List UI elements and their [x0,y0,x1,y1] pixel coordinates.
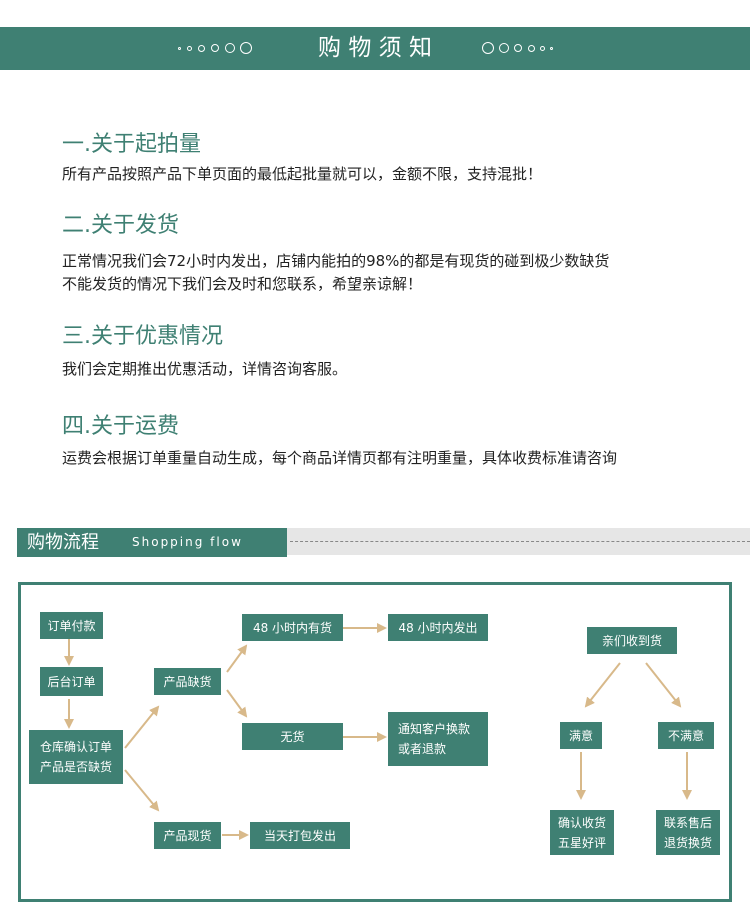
section-text-shipping-2: 不能发货的情况下我们会及时和您联系，希望亲谅解！ [62,275,423,293]
flow-box-no-stock: 无货 [242,723,343,750]
banner-title: 购 物 须 知 [318,35,432,61]
section-title-freight: 四.关于运费 [62,414,179,439]
section-text-min-order: 所有产品按照产品下单页面的最低起批量就可以，金额不限，支持混批！ [62,165,543,183]
flow-box-in-stock: 产品现货 [154,822,221,849]
section-title-shipping: 二.关于发货 [62,213,179,238]
flow-box-unsatisfied: 不满意 [658,722,714,749]
arrow-received-to-satisfied [584,662,621,708]
arrow-warehouse-to-instock [124,769,160,812]
section-text-shipping-1: 正常情况我们会72小时内发出，店铺内能拍的98%的都是有现货的碰到极少数缺货 [62,252,610,270]
flow-box-restock-48h: 48 小时内有货 [242,614,343,641]
section-title-discount: 三.关于优惠情况 [62,324,223,349]
flow-box-ship-48h: 48 小时内发出 [388,614,488,641]
flow-header-dashed-line [290,541,750,542]
flow-box-out-of-stock: 产品缺货 [154,668,221,695]
flow-box-notify-customer: 通知客户换款或者退款 [388,712,488,766]
arrow-outofstock-to-nostock [226,689,248,718]
arrow-outofstock-to-restock [226,644,248,673]
arrow-received-to-unsatisfied [645,662,682,708]
flow-box-satisfied: 满意 [560,722,602,749]
arrow-warehouse-to-outofstock [124,705,160,749]
flow-box-order-pay: 订单付款 [40,612,103,639]
section-text-discount: 我们会定期推出优惠活动，详情咨询客服。 [62,360,348,378]
flow-title: 购物流程 [27,532,99,553]
section-text-freight: 运费会根据订单重量自动生成，每个商品详情页都有注明重量，具体收费标准请咨询 [62,449,618,467]
flow-box-received: 亲们收到货 [587,627,677,654]
right-dots-decoration [482,27,562,70]
flow-header [17,528,287,557]
notice-banner: 购 物 须 知 [0,27,750,70]
left-dots-decoration [178,27,258,70]
flow-chart-frame [18,582,732,902]
flow-box-pack-ship-same-day: 当天打包发出 [250,822,350,849]
flow-box-confirm-receipt: 确认收货五星好评 [550,810,614,855]
flow-box-warehouse-check: 仓库确认订单产品是否缺货 [29,730,123,784]
section-title-min-order: 一.关于起拍量 [62,132,201,157]
flow-subtitle: Shopping flow [132,535,243,549]
flow-box-backend-order: 后台订单 [40,667,103,696]
flow-box-contact-aftersales: 联系售后退货换货 [656,810,720,855]
